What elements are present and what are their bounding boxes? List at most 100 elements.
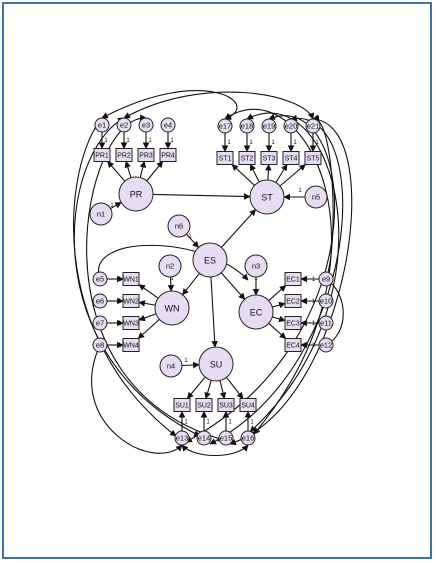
error-term-e2: e2 xyxy=(116,117,132,133)
loading-ST-ST5 xyxy=(279,164,306,187)
loading-PR-PR3 xyxy=(139,160,147,178)
indicator-st5-label: ST5 xyxy=(307,156,320,163)
loading-label-e9: 1 xyxy=(312,277,316,283)
error-term-e4-label: e4 xyxy=(164,121,172,130)
loading-label-e11: 1 xyxy=(312,321,316,327)
indicator-su4-label: SU4 xyxy=(241,403,255,410)
loading-label-e3: 1 xyxy=(148,138,152,144)
error-term-e2-label: e2 xyxy=(120,121,128,130)
indicator-st1: ST1 xyxy=(216,151,234,165)
loading-EC-EC2 xyxy=(272,301,286,309)
indicator-pr3-label: PR3 xyxy=(139,153,153,160)
loading-label-n1: 1 xyxy=(110,203,114,209)
loading-label-e12: 1 xyxy=(312,343,316,349)
loading-label-e8: 1 xyxy=(118,343,122,349)
latent-su: SU xyxy=(198,346,234,382)
indicator-st5: ST5 xyxy=(304,151,322,165)
loading-ST-ST4 xyxy=(275,163,288,183)
indicator-wn4-label: WN4 xyxy=(123,343,139,350)
indicator-su1-label: SU1 xyxy=(175,403,189,410)
indicator-wn1: WN1 xyxy=(122,272,140,286)
loading-ST-ST2 xyxy=(249,163,260,183)
covariance-curve-12 xyxy=(94,244,249,281)
disturbance-n1: n1 xyxy=(89,202,113,226)
covariance-curve-13 xyxy=(325,278,344,346)
error-term-e8: e8 xyxy=(92,337,108,353)
latent-su-label: SU xyxy=(210,360,223,370)
error-term-e9: e9 xyxy=(318,271,334,287)
loading-label-e14: 1 xyxy=(206,420,210,426)
error-term-e6: e6 xyxy=(92,293,108,309)
error-term-e13: e13 xyxy=(174,430,190,446)
indicator-su3: SU3 xyxy=(217,398,235,412)
loading-WN-WN3 xyxy=(138,313,157,322)
loading-label-n2: 1 xyxy=(170,276,174,282)
loading-WN-WN4 xyxy=(137,318,160,339)
loading-label-e15: 1 xyxy=(228,420,232,426)
loading-label-e16: 1 xyxy=(250,420,254,426)
indicator-pr4-label: PR4 xyxy=(161,153,175,160)
loading-SU-SU1 xyxy=(186,376,206,400)
indicator-st2: ST2 xyxy=(238,151,256,165)
indicator-ec2: EC2 xyxy=(284,294,302,308)
error-term-e11: e11 xyxy=(318,315,334,331)
latent-wn-label: WN xyxy=(165,304,180,314)
error-term-e19: e19 xyxy=(261,118,277,134)
error-term-e14: e14 xyxy=(196,430,212,446)
disturbance-n5-label: n5 xyxy=(312,193,320,202)
indicator-ec1-label: EC1 xyxy=(286,277,300,284)
disturbance-n6: n6 xyxy=(167,214,191,238)
indicator-st4: ST4 xyxy=(282,151,300,165)
error-term-e5-label: e5 xyxy=(96,275,104,284)
error-term-e12: e12 xyxy=(318,337,334,353)
error-term-e17: e17 xyxy=(217,118,233,134)
disturbance-n2: n2 xyxy=(158,254,182,278)
error-term-e16-label: e16 xyxy=(242,434,255,443)
error-term-e15: e15 xyxy=(218,430,234,446)
disturbance-n4: n4 xyxy=(159,354,183,378)
error-term-e11-label: e11 xyxy=(320,319,332,328)
covariance-curve-9 xyxy=(101,90,238,120)
error-term-e19-label: e19 xyxy=(263,122,276,131)
error-term-e8-label: e8 xyxy=(96,341,104,350)
covariance-curve-8 xyxy=(229,116,353,446)
indicator-su2: SU2 xyxy=(195,398,213,412)
loading-label-n6: 1 xyxy=(188,234,192,240)
error-term-e7-label: e7 xyxy=(96,319,104,328)
indicator-su3-label: SU3 xyxy=(219,403,233,410)
path-n4-to-SU xyxy=(181,361,200,369)
covariance-curve-14 xyxy=(181,444,249,456)
error-term-e21-label: e21 xyxy=(307,122,320,131)
path-ES-to-SU xyxy=(210,276,218,348)
error-term-e4: e4 xyxy=(160,117,176,133)
latent-wn: WN xyxy=(154,290,190,326)
covariance-curve-10 xyxy=(123,91,315,120)
path-PR-to-ST xyxy=(152,193,251,200)
disturbance-n6-label: n6 xyxy=(175,222,183,231)
error-term-e3-label: e3 xyxy=(142,121,150,130)
error-term-e16: e16 xyxy=(240,430,256,446)
indicator-pr2: PR2 xyxy=(115,148,133,162)
error-term-e6-label: e6 xyxy=(96,297,104,306)
loading-SU-SU3 xyxy=(219,380,227,400)
loading-label-e1: 1 xyxy=(104,138,108,144)
latent-pr-label: PR xyxy=(130,190,143,200)
loading-label-e6: 1 xyxy=(118,299,122,305)
loading-label-e7: 1 xyxy=(118,321,122,327)
error-term-e20: e20 xyxy=(283,118,299,134)
error-term-e15-label: e15 xyxy=(220,434,233,443)
indicator-pr3: PR3 xyxy=(137,148,155,162)
disturbance-n3: n3 xyxy=(244,254,268,278)
covariance-curve-11 xyxy=(91,344,183,454)
indicator-su4: SU4 xyxy=(239,398,257,412)
latent-ec: EC xyxy=(238,294,274,330)
latent-st-label: ST xyxy=(261,193,273,203)
error-term-e1-label: e1 xyxy=(98,121,106,130)
disturbance-n3-label: n3 xyxy=(252,262,260,271)
loading-label-e21: 1 xyxy=(315,140,319,146)
path-n1-to-PR xyxy=(110,201,122,210)
latent-st: ST xyxy=(249,179,285,215)
latent-es-label: ES xyxy=(204,256,216,266)
